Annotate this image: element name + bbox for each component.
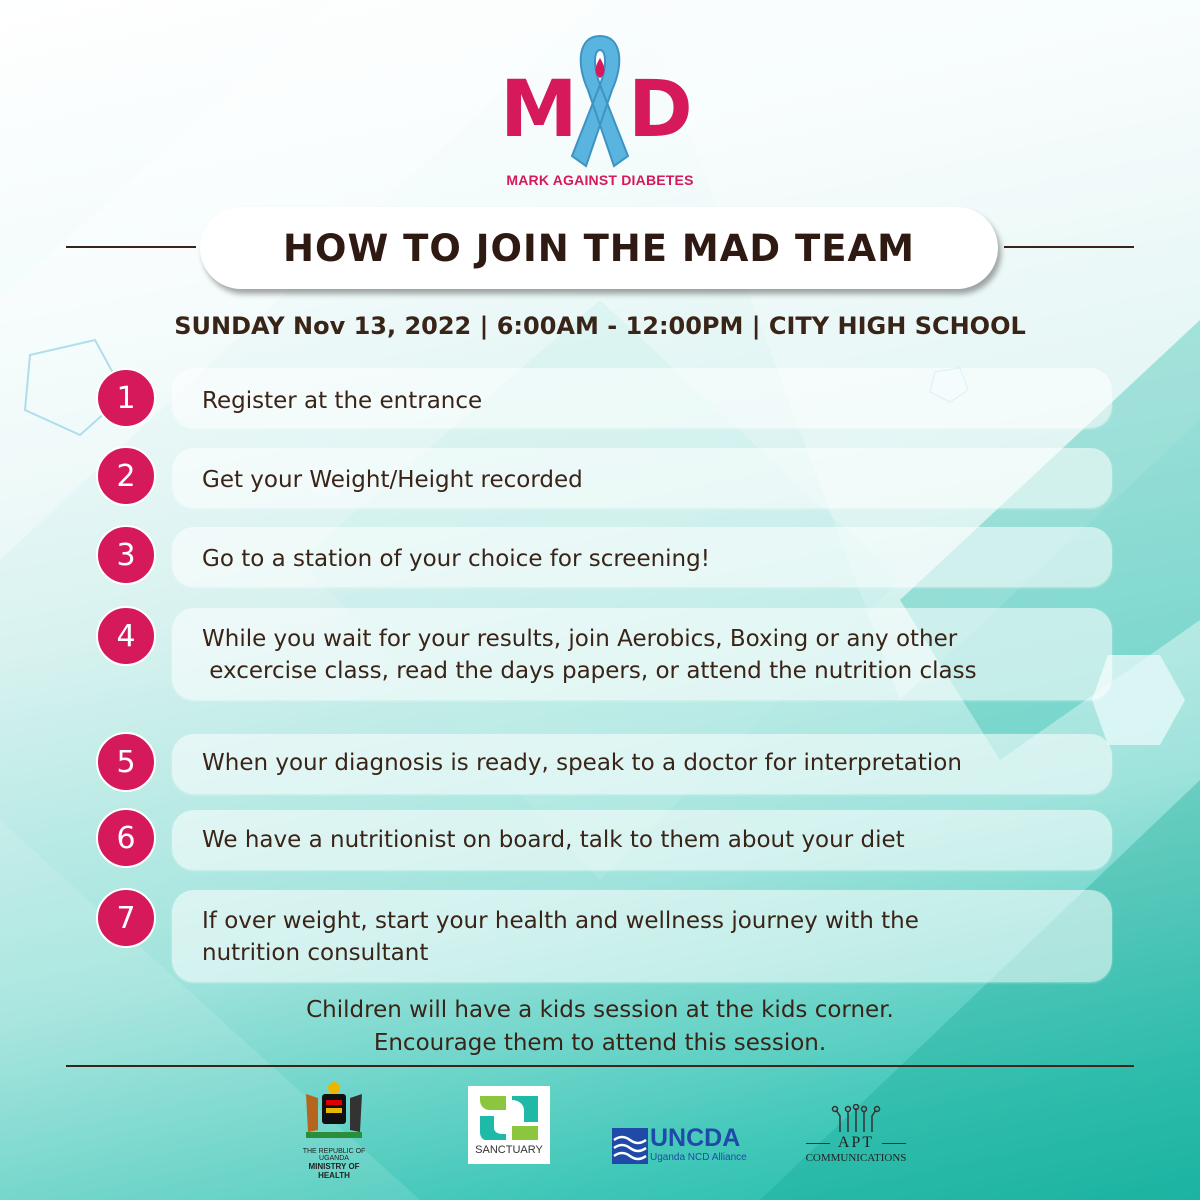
apt-divider-left bbox=[806, 1143, 830, 1144]
step-pill bbox=[172, 527, 1112, 587]
step-pill bbox=[172, 448, 1112, 508]
step-text: We have a nutritionist on board, talk to… bbox=[202, 827, 905, 853]
note-line-1: Children will have a kids session at the… bbox=[306, 997, 894, 1023]
step-text-line2: nutrition consultant bbox=[202, 940, 429, 966]
uganda-coat-of-arms-icon bbox=[306, 1082, 362, 1138]
step-pill bbox=[172, 368, 1112, 428]
step-number-badge: 1 bbox=[96, 368, 156, 428]
page-title: HOW TO JOIN THE MAD TEAM bbox=[283, 226, 915, 270]
apt-name: APT bbox=[837, 1134, 875, 1151]
step-number-badge: 6 bbox=[96, 808, 156, 868]
step-text-line1: While you wait for your results, join Ae… bbox=[202, 626, 958, 652]
step-pill bbox=[172, 890, 1112, 982]
step-pill bbox=[172, 734, 1112, 794]
step-pill bbox=[172, 810, 1112, 870]
header-divider-right bbox=[1004, 246, 1134, 248]
step-number-badge: 7 bbox=[96, 888, 156, 948]
logo-letter-d: D bbox=[628, 65, 693, 155]
ministry-of-health-logo: THE REPUBLIC OF UGANDA MINISTRY OF HEALT… bbox=[292, 1080, 376, 1180]
footer-divider bbox=[66, 1065, 1134, 1067]
apt-communications-logo: APT COMMUNICATIONS bbox=[800, 1104, 912, 1172]
kids-session-note: Children will have a kids session at the… bbox=[0, 994, 1200, 1060]
sanctuary-logo: SANCTUARY bbox=[468, 1086, 550, 1164]
moh-line-1: THE REPUBLIC OF UGANDA bbox=[302, 1148, 366, 1162]
apt-subtitle: COMMUNICATIONS bbox=[805, 1152, 907, 1164]
step-text: When your diagnosis is ready, speak to a… bbox=[202, 750, 962, 776]
circuit-tree-icon bbox=[831, 1104, 881, 1132]
step-number-badge: 2 bbox=[96, 446, 156, 506]
step-number-badge: 5 bbox=[96, 732, 156, 792]
blue-ribbon-icon bbox=[570, 34, 630, 168]
sanctuary-name: SANCTUARY bbox=[475, 1144, 543, 1156]
step-pill bbox=[172, 608, 1112, 700]
logo-letter-m: M bbox=[500, 65, 578, 155]
step-text: Get your Weight/Height recorded bbox=[202, 467, 583, 493]
step-number-badge: 4 bbox=[96, 606, 156, 666]
uncda-name: UNCDA bbox=[650, 1124, 741, 1152]
step-text: Go to a station of your choice for scree… bbox=[202, 546, 710, 572]
event-info: SUNDAY Nov 13, 2022 | 6:00AM - 12:00PM |… bbox=[174, 312, 1026, 340]
uncda-subtitle: Uganda NCD Alliance bbox=[650, 1152, 747, 1163]
step-text: Register at the entrance bbox=[202, 388, 483, 414]
uncda-logo: UNCDA Uganda NCD Alliance bbox=[612, 1124, 757, 1166]
logo-tagline: MARK AGAINST DIABETES bbox=[506, 172, 694, 188]
step-text-line2: excercise class, read the days papers, o… bbox=[202, 658, 977, 684]
apt-divider-right bbox=[882, 1143, 906, 1144]
note-line-2: Encourage them to attend this session. bbox=[373, 1030, 827, 1056]
uncda-waves-icon bbox=[612, 1128, 648, 1164]
header-divider-left bbox=[66, 246, 196, 248]
moh-line-2: MINISTRY OF HEALTH bbox=[308, 1162, 360, 1180]
title-banner: HOW TO JOIN THE MAD TEAM bbox=[200, 207, 998, 289]
sanctuary-cross-icon bbox=[480, 1096, 538, 1140]
mad-logo: M D bbox=[500, 34, 693, 168]
step-number-badge: 3 bbox=[96, 525, 156, 585]
step-text-line1: If over weight, start your health and we… bbox=[202, 908, 919, 934]
